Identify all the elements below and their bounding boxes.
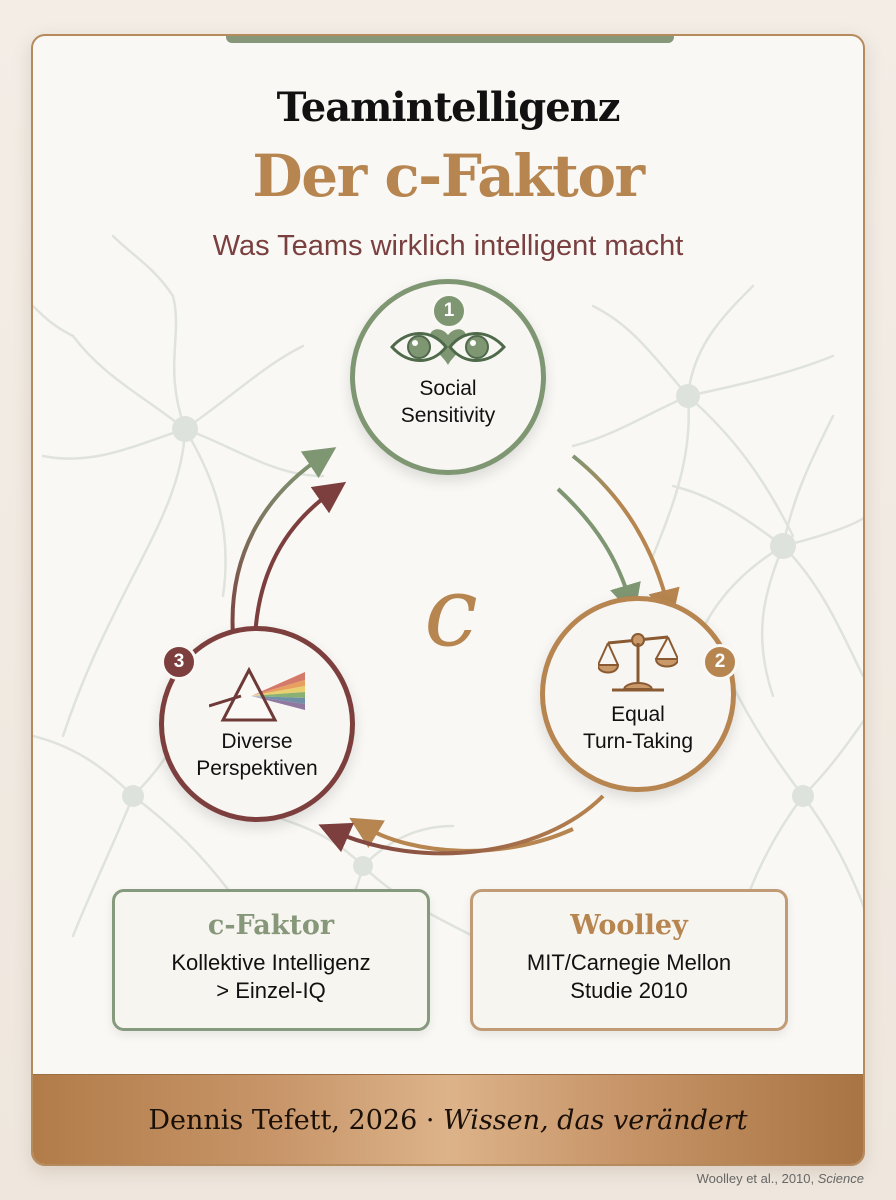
c-factor-symbol: c (424, 556, 478, 668)
citation-journal: Science (817, 1171, 864, 1186)
node-label-line1: Social (419, 377, 477, 400)
node-label: Social Sensitivity (401, 375, 496, 429)
node-label-line1: Equal (611, 703, 665, 726)
subtitle: Was Teams wirklich intelligent macht (212, 230, 684, 262)
infographic-card: Teamintelligenz Der c-Faktor Was Teams w… (31, 34, 865, 1166)
node-label-line2: Perspektiven (196, 757, 318, 780)
info-box-title: c-Faktor (207, 910, 335, 941)
info-box-line2: Studie 2010 (570, 978, 688, 1003)
source-citation: Woolley et al., 2010, Science (697, 1171, 864, 1186)
node-label-line2: Sensitivity (400, 404, 496, 427)
top-accent-bar (226, 36, 674, 43)
cycle-arrows-icon (230, 447, 680, 856)
info-box-title: Woolley (570, 910, 688, 941)
node-label: Equal Turn-Taking (583, 701, 693, 755)
node-label-line1: Diverse (221, 730, 293, 753)
info-box-text: Kollektive Intelligenz > Einzel-IQ (115, 949, 427, 1005)
balance-scale-icon (598, 633, 678, 692)
eyes-heart-icon (389, 329, 507, 365)
footer-text: Dennis Tefett, 2026 · Wissen, das veränd… (148, 1105, 747, 1136)
step-badge-1: 1 (431, 293, 467, 329)
node-label: Diverse Perspektiven (196, 728, 317, 782)
citation-text: Woolley et al., 2010, (696, 1171, 818, 1186)
headline: Der c-Faktor (252, 142, 645, 210)
info-box-line1: Kollektive Intelligenz (171, 950, 371, 975)
step-badge-3: 3 (161, 644, 197, 680)
node-label-line2: Turn-Taking (582, 730, 694, 753)
cycle-diagram: Social Sensitivity 1 Equal Tu (33, 36, 863, 1076)
page-title: Teamintelligenz (276, 84, 621, 131)
node-equal-turn-taking: Equal Turn-Taking (540, 596, 736, 792)
info-box-line2: > Einzel-IQ (216, 978, 326, 1003)
info-box-line1: MIT/Carnegie Mellon (526, 950, 732, 975)
info-box-c-faktor: c-Faktor Kollektive Intelligenz > Einzel… (112, 889, 430, 1031)
node-diverse-perspektiven: Diverse Perspektiven (159, 626, 355, 822)
footer-banner: Dennis Tefett, 2026 · Wissen, das veränd… (33, 1074, 863, 1164)
footer-author: Dennis Tefett, 2026 · (148, 1105, 444, 1136)
info-box-text: MIT/Carnegie Mellon Studie 2010 (473, 949, 785, 1005)
prism-icon (209, 666, 305, 722)
info-box-woolley: Woolley MIT/Carnegie Mellon Studie 2010 (470, 889, 788, 1031)
footer-tagline: Wissen, das verändert (443, 1105, 748, 1136)
step-badge-2: 2 (702, 644, 738, 680)
